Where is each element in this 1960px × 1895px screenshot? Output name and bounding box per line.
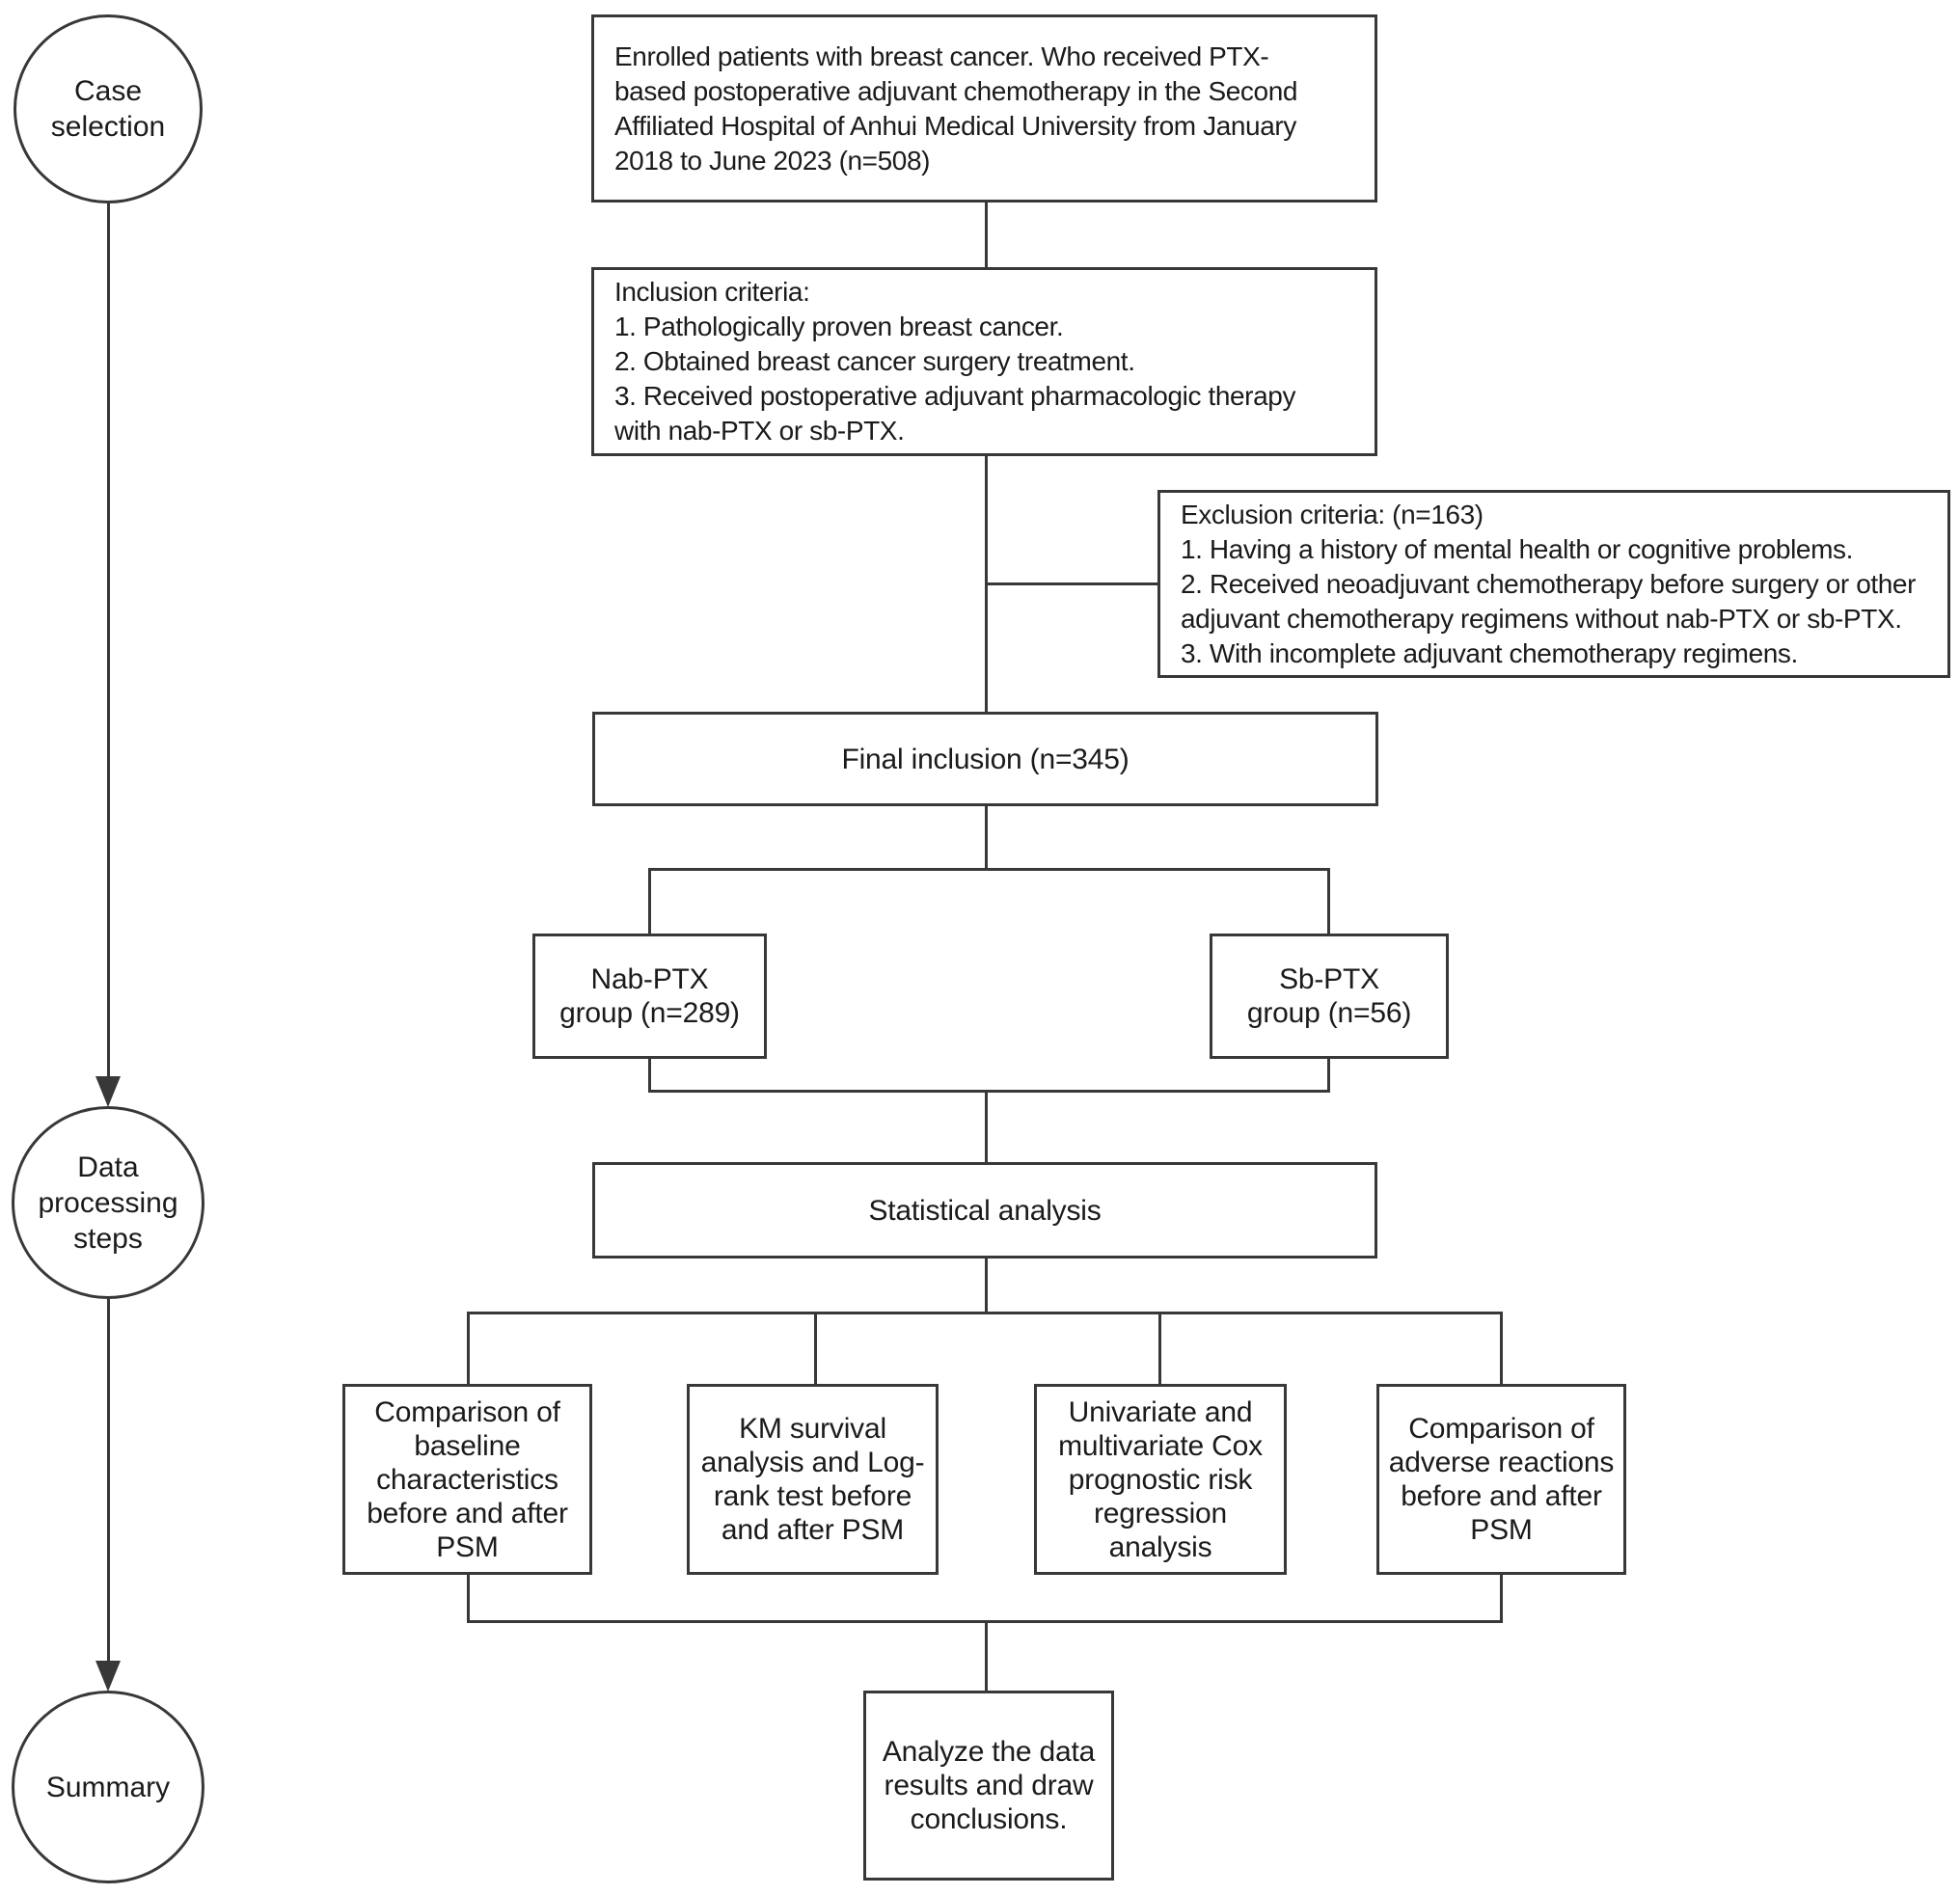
cox-regression-text: Univariate and multivariate Cox prognost… xyxy=(1058,1395,1263,1563)
adverse-reactions-text: Comparison of adverse reactions before a… xyxy=(1388,1413,1615,1546)
sb-ptx-group-text: Sb-PTX group (n=56) xyxy=(1246,963,1412,1029)
flow-box-statistical-analysis: Statistical analysis xyxy=(592,1162,1377,1259)
km-survival-text: KM survival analysis and Log- rank test … xyxy=(700,1413,925,1546)
flow-box-cox-regression: Univariate and multivariate Cox prognost… xyxy=(1034,1384,1287,1575)
phase-label-data-processing: Data processing steps xyxy=(38,1151,178,1255)
connector-sb-to-merge xyxy=(1327,1059,1330,1093)
connector-split-to-nab xyxy=(648,868,651,934)
conclusion-text: Analyze the data results and draw conclu… xyxy=(882,1736,1096,1835)
phase-circle-data-processing: Data processing steps xyxy=(12,1106,204,1299)
flow-box-sb-ptx-group: Sb-PTX group (n=56) xyxy=(1210,934,1449,1059)
phase-circle-case-selection: Case selection xyxy=(14,14,203,203)
flow-box-exclusion-criteria: Exclusion criteria: (n=163) 1. Having a … xyxy=(1157,490,1950,678)
connector-merge-to-statistical xyxy=(985,1090,988,1162)
arrowhead-data-processing xyxy=(95,1076,121,1107)
connector-statistical-to-split xyxy=(985,1259,988,1313)
exclusion-criteria-text: Exclusion criteria: (n=163) 1. Having a … xyxy=(1181,499,1917,668)
connector-split-to-adverse xyxy=(1500,1312,1503,1384)
statistical-analysis-text: Statistical analysis xyxy=(868,1194,1102,1227)
connector-split-to-cox xyxy=(1158,1312,1161,1384)
inclusion-criteria-text: Inclusion criteria: 1. Pathologically pr… xyxy=(614,277,1296,446)
connector-enrolled-to-inclusion xyxy=(985,203,988,267)
phase-label-case-selection: Case selection xyxy=(50,75,166,143)
rail-line-data-to-summary xyxy=(107,1299,110,1661)
flow-box-adverse-reactions: Comparison of adverse reactions before a… xyxy=(1376,1384,1626,1575)
rail-line-case-to-data xyxy=(107,203,110,1079)
connector-final-to-split xyxy=(985,806,988,870)
nab-ptx-group-text: Nab-PTX group (n=289) xyxy=(559,963,740,1029)
flow-box-km-survival: KM survival analysis and Log- rank test … xyxy=(687,1384,939,1575)
merge-bar-groups xyxy=(648,1090,1330,1093)
connector-split-to-sb xyxy=(1327,868,1330,934)
connector-merge-to-conclusion xyxy=(985,1620,988,1691)
flow-box-nab-ptx-group: Nab-PTX group (n=289) xyxy=(532,934,767,1059)
connector-branch-to-exclusion xyxy=(985,582,1157,585)
connector-split-to-km xyxy=(814,1312,817,1384)
flow-box-enrolled-patients: Enrolled patients with breast cancer. Wh… xyxy=(591,14,1377,203)
enrolled-patients-text: Enrolled patients with breast cancer. Wh… xyxy=(614,41,1298,176)
connector-nab-to-merge xyxy=(648,1059,651,1093)
connector-baseline-to-merge xyxy=(467,1575,470,1623)
flow-box-final-inclusion: Final inclusion (n=345) xyxy=(592,712,1378,806)
phase-label-summary: Summary xyxy=(45,1771,171,1803)
baseline-comparison-text: Comparison of baseline characteristics b… xyxy=(367,1395,568,1563)
flow-box-baseline-comparison: Comparison of baseline characteristics b… xyxy=(342,1384,592,1575)
final-inclusion-text: Final inclusion (n=345) xyxy=(841,743,1130,775)
arrowhead-summary xyxy=(95,1661,121,1692)
flow-box-conclusion: Analyze the data results and draw conclu… xyxy=(863,1691,1114,1881)
connector-adverse-to-merge xyxy=(1500,1575,1503,1623)
split-bar-analyses xyxy=(467,1312,1503,1314)
phase-circle-summary: Summary xyxy=(12,1691,204,1883)
connector-split-to-baseline xyxy=(467,1312,470,1384)
flow-box-inclusion-criteria: Inclusion criteria: 1. Pathologically pr… xyxy=(591,267,1377,456)
split-bar-groups xyxy=(648,868,1330,871)
